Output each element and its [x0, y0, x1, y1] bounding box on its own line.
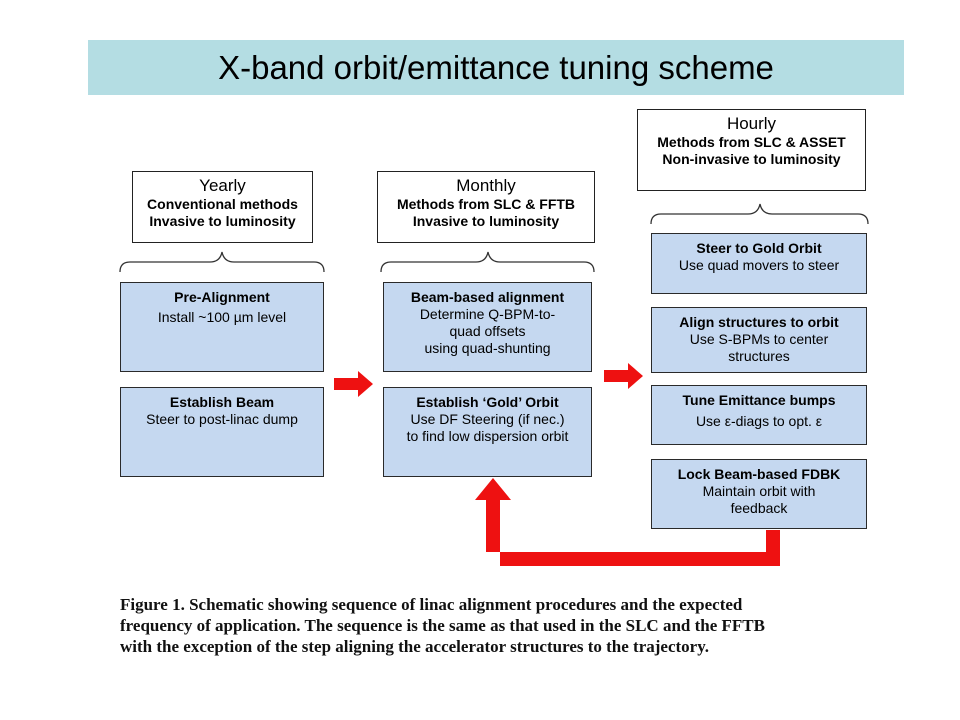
- step-beam-based-alignment: Beam-based alignment Determine Q-BPM-to-…: [383, 282, 592, 372]
- header-yearly: Yearly Conventional methods Invasive to …: [132, 171, 313, 243]
- brace-hourly: [650, 203, 869, 225]
- header-yearly-title: Yearly: [199, 176, 246, 195]
- header-monthly-title: Monthly: [456, 176, 516, 195]
- step-steer-gold-orbit: Steer to Gold Orbit Use quad movers to s…: [651, 233, 867, 294]
- header-hourly-line2: Non-invasive to luminosity: [662, 151, 841, 167]
- header-hourly: Hourly Methods from SLC & ASSET Non-inva…: [637, 109, 866, 191]
- step-beam-based-line1: Determine Q-BPM-to-: [419, 306, 556, 322]
- caption-line-3: with the exception of the step aligning …: [120, 637, 710, 656]
- step-steer-gold-line1: Use quad movers to steer: [678, 257, 840, 273]
- header-monthly: Monthly Methods from SLC & FFTB Invasive…: [377, 171, 595, 243]
- step-lock-fdbk-line2: feedback: [730, 500, 788, 516]
- figure-caption: Figure 1. Schematic showing sequence of …: [120, 594, 880, 657]
- step-tune-emittance-line1: Use ε-diags to opt. ε: [695, 413, 823, 429]
- step-tune-emittance: Tune Emittance bumps Use ε-diags to opt.…: [651, 385, 867, 445]
- arrow-yearly-to-monthly: [334, 371, 373, 397]
- arrow-monthly-to-hourly: [604, 363, 643, 389]
- header-yearly-line1: Conventional methods: [147, 196, 298, 212]
- step-gold-orbit-line2: to find low dispersion orbit: [406, 428, 569, 444]
- header-monthly-line2: Invasive to luminosity: [412, 213, 560, 229]
- brace-yearly: [119, 251, 325, 273]
- header-monthly-line1: Methods from SLC & FFTB: [396, 196, 576, 212]
- caption-line-2: frequency of application. The sequence i…: [120, 616, 765, 635]
- brace-monthly: [380, 251, 595, 273]
- step-establish-beam: Establish Beam Steer to post-linac dump: [120, 387, 324, 477]
- caption-line-1: Figure 1. Schematic showing sequence of …: [120, 595, 743, 614]
- header-yearly-line2: Invasive to luminosity: [149, 213, 296, 229]
- step-gold-orbit-title: Establish ‘Gold’ Orbit: [416, 394, 559, 410]
- step-align-structures-title: Align structures to orbit: [679, 314, 839, 330]
- step-gold-orbit: Establish ‘Gold’ Orbit Use DF Steering (…: [383, 387, 592, 477]
- step-align-structures: Align structures to orbit Use S-BPMs to …: [651, 307, 867, 373]
- header-hourly-title: Hourly: [726, 114, 777, 133]
- step-steer-gold-title: Steer to Gold Orbit: [696, 240, 822, 256]
- step-pre-alignment: Pre-Alignment Install ~100 µm level: [120, 282, 324, 372]
- step-beam-based-title: Beam-based alignment: [410, 289, 565, 305]
- step-align-structures-line2: structures: [728, 348, 790, 364]
- step-beam-based-line2: quad offsets: [449, 323, 526, 339]
- page-title: X-band orbit/emittance tuning scheme: [218, 48, 774, 86]
- step-lock-fdbk-line1: Maintain orbit with: [702, 483, 816, 499]
- step-establish-beam-title: Establish Beam: [169, 394, 275, 410]
- step-gold-orbit-line1: Use DF Steering (if nec.): [410, 411, 565, 427]
- step-lock-fdbk: Lock Beam-based FDBK Maintain orbit with…: [651, 459, 867, 529]
- step-establish-beam-line: Steer to post-linac dump: [146, 411, 298, 427]
- step-tune-emittance-title: Tune Emittance bumps: [682, 392, 836, 408]
- step-lock-fdbk-title: Lock Beam-based FDBK: [677, 466, 841, 482]
- step-pre-alignment-line: Install ~100 µm level: [157, 309, 287, 325]
- step-align-structures-line1: Use S-BPMs to center: [689, 331, 829, 347]
- header-hourly-line1: Methods from SLC & ASSET: [657, 134, 846, 150]
- title-banner: X-band orbit/emittance tuning scheme: [88, 40, 904, 95]
- step-pre-alignment-title: Pre-Alignment: [174, 289, 270, 305]
- arrow-feedback-loop: [475, 478, 780, 566]
- step-beam-based-line3: using quad-shunting: [424, 340, 551, 356]
